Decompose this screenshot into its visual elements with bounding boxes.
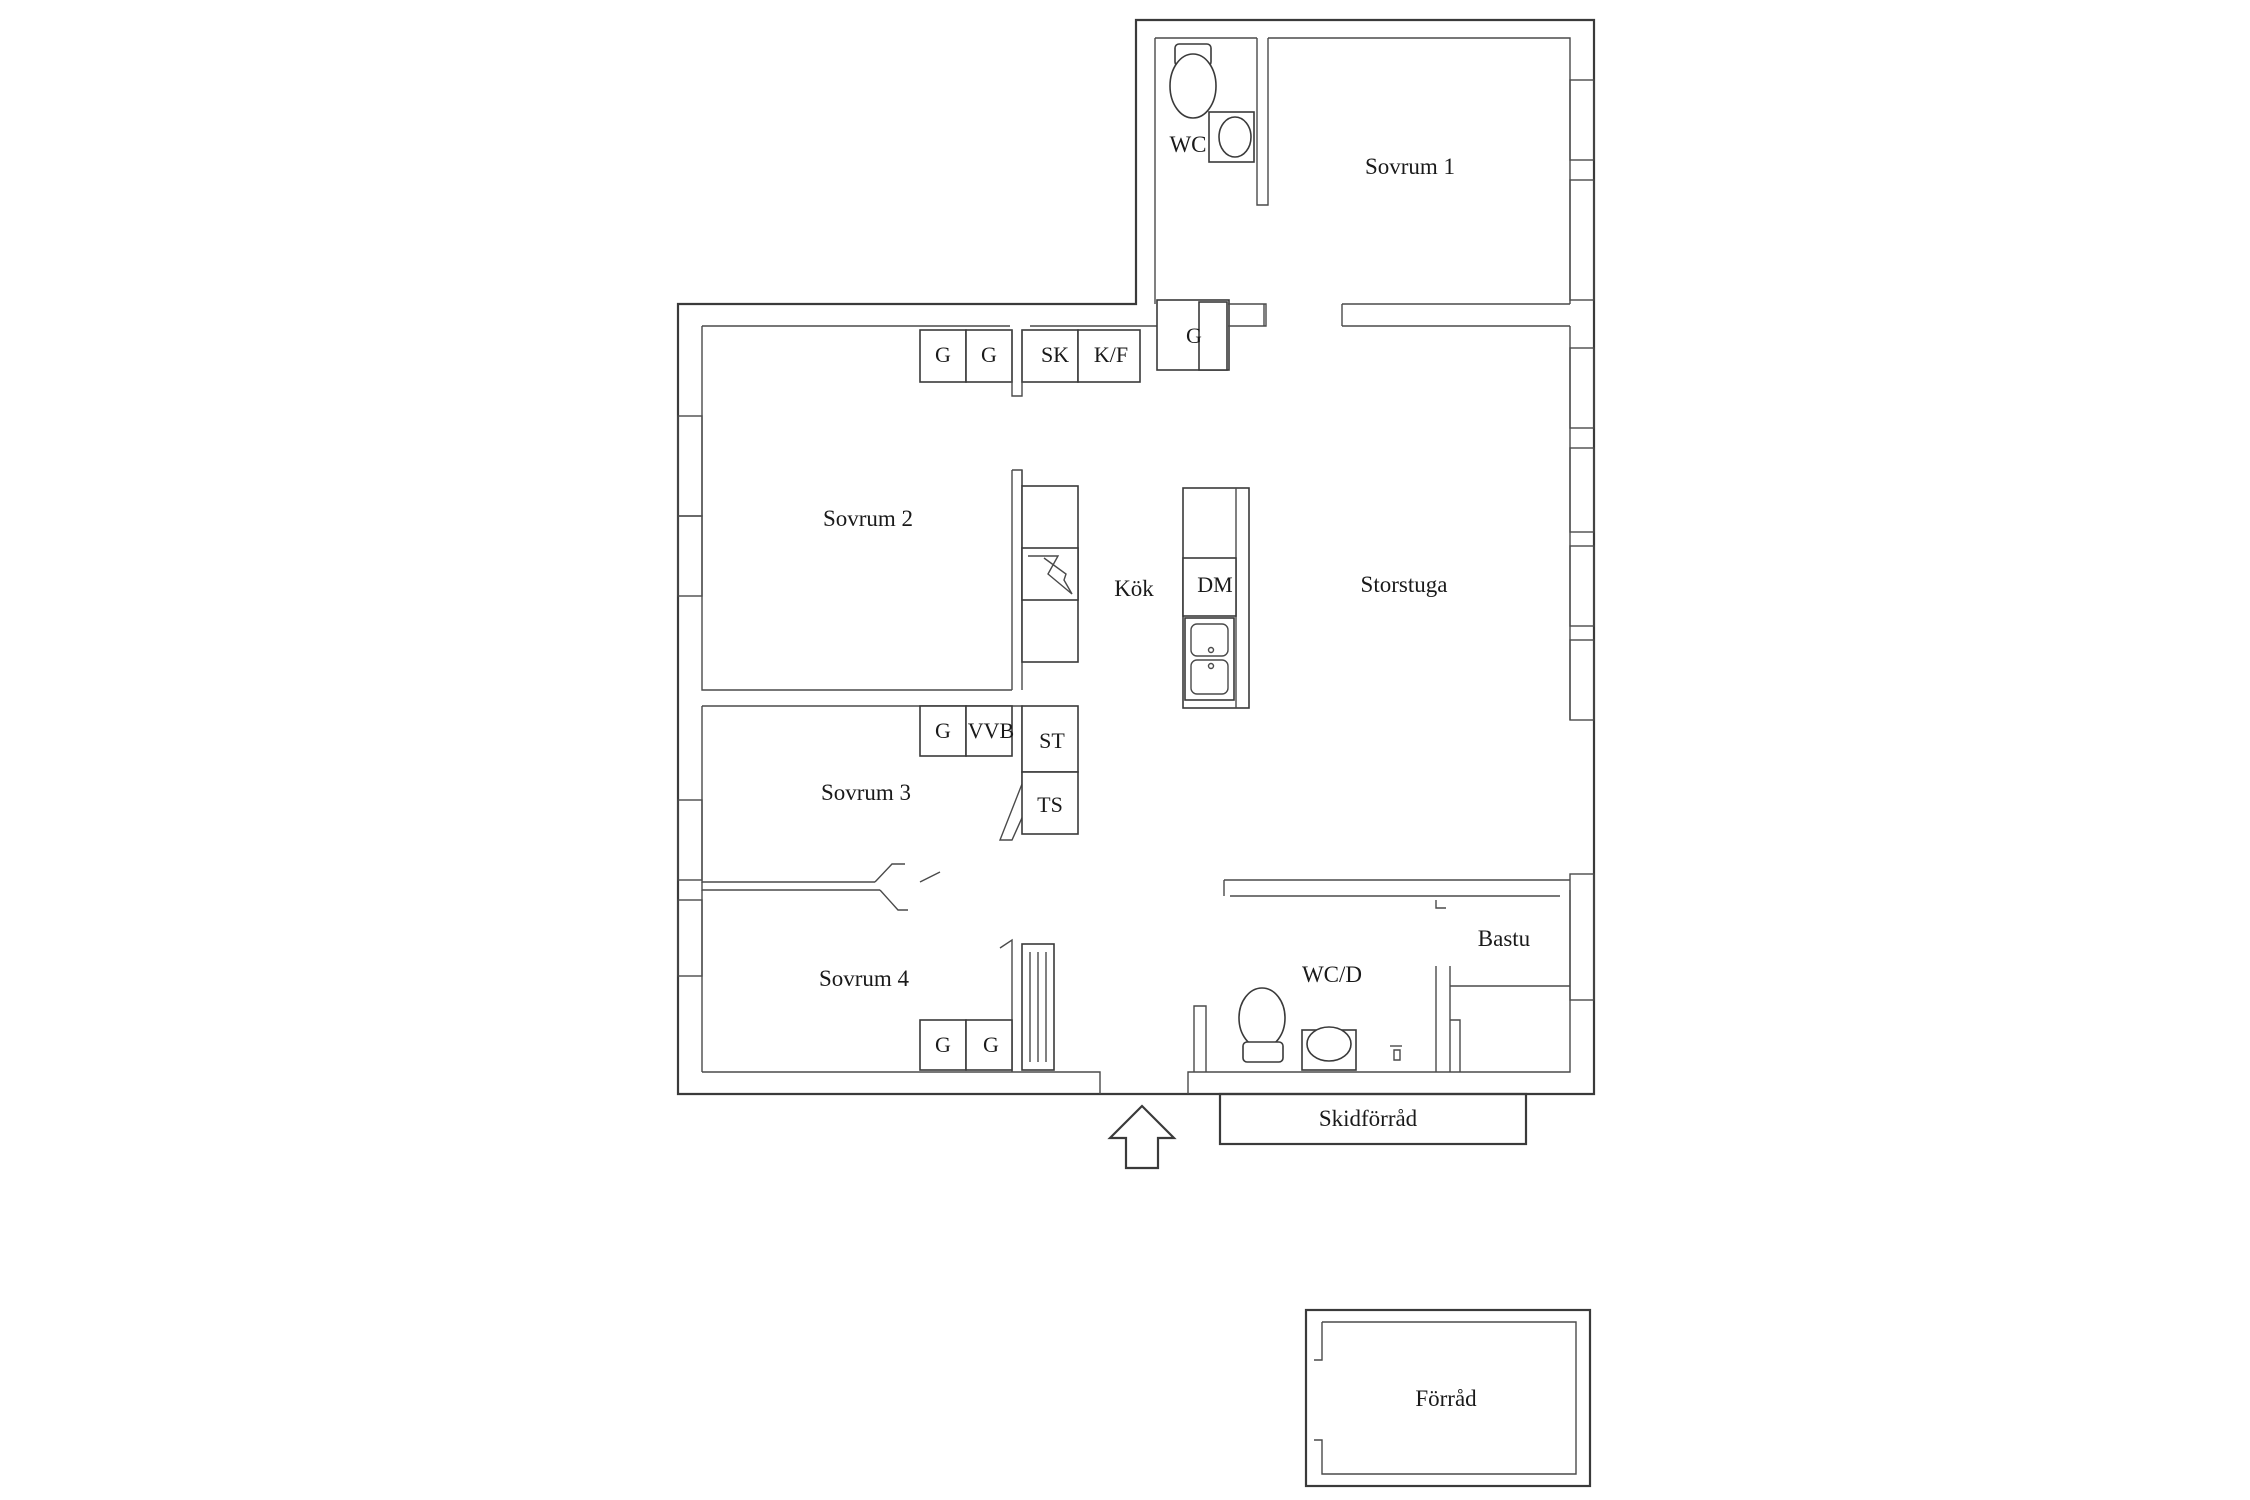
label-dm: DM xyxy=(1197,572,1232,597)
kitchen-island xyxy=(1182,487,1250,709)
closets-top xyxy=(919,301,1228,397)
label-storstuga: Storstuga xyxy=(1361,572,1448,597)
label-bastu: Bastu xyxy=(1478,926,1531,951)
toilet-icon xyxy=(1169,53,1217,119)
kitchen-sink-icon xyxy=(1184,617,1235,701)
label-g-2: G xyxy=(981,342,997,367)
label-wcd: WC/D xyxy=(1302,962,1362,987)
label-forrad: Förråd xyxy=(1415,1386,1477,1411)
label-g-5: G xyxy=(983,1032,999,1057)
label-sk: SK xyxy=(1041,342,1069,367)
label-kf: K/F xyxy=(1094,342,1128,367)
label-sovrum2: Sovrum 2 xyxy=(823,506,913,531)
label-ts: TS xyxy=(1037,792,1063,817)
toilet-icon-2 xyxy=(1238,987,1286,1049)
label-kok: Kök xyxy=(1114,576,1154,601)
skidforrad-room xyxy=(1218,1092,1528,1146)
closets-sovrum4 xyxy=(919,943,1055,1071)
entrance-arrow-icon xyxy=(1107,1104,1177,1170)
label-sovrum1: Sovrum 1 xyxy=(1365,154,1455,179)
outer-walls xyxy=(676,18,1596,1096)
label-g-4: G xyxy=(935,1032,951,1057)
kitchen-counter xyxy=(919,469,1079,835)
label-g-1: G xyxy=(935,342,951,367)
label-st: ST xyxy=(1039,728,1065,753)
label-skidforrad: Skidförråd xyxy=(1319,1106,1418,1131)
label-wc: WC xyxy=(1169,132,1206,157)
label-sovrum3: Sovrum 3 xyxy=(821,780,911,805)
label-sovrum4: Sovrum 4 xyxy=(819,966,910,991)
wcd-fixtures xyxy=(1238,987,1402,1071)
label-g-3: G xyxy=(935,718,951,743)
label-vvb: VVB xyxy=(968,718,1014,743)
label-g-wc: G xyxy=(1186,323,1202,348)
sink-icon xyxy=(1218,116,1252,158)
forrad-room xyxy=(1304,1308,1592,1488)
